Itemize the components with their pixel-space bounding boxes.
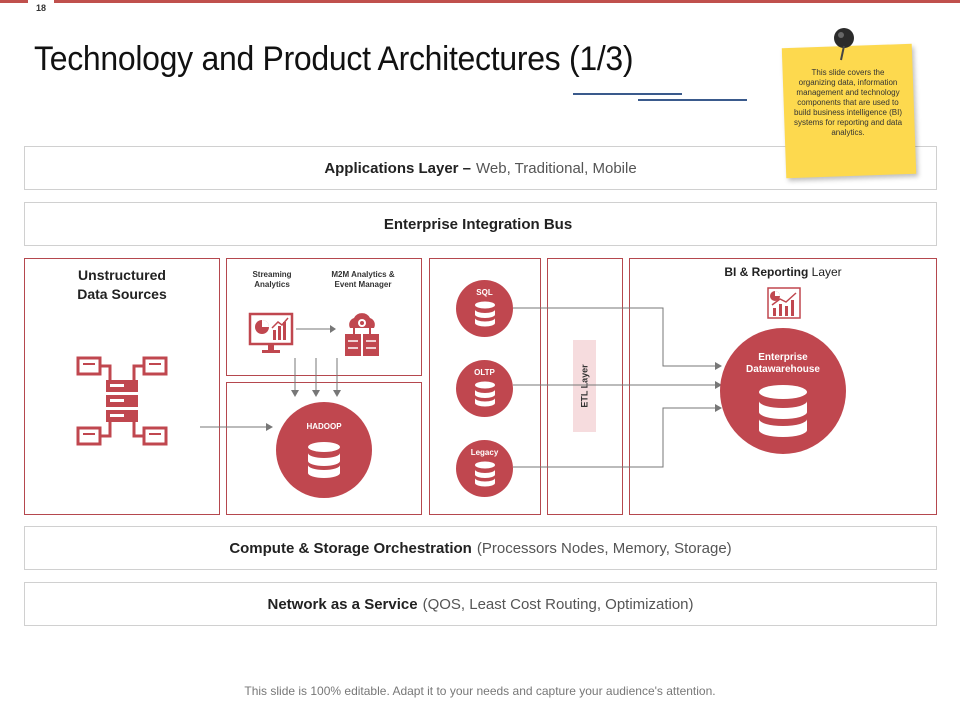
streaming-panel — [226, 258, 422, 376]
integration-bus-label: Enterprise Integration Bus — [383, 215, 573, 233]
pin-icon — [834, 28, 854, 61]
page-title: Technology and Product Architectures (1/… — [34, 40, 634, 78]
unstructured-title-line2: Data Sources — [77, 286, 167, 302]
footer-note: This slide is 100% editable. Adapt it to… — [244, 684, 716, 698]
unstructured-to-hadoop-arrow — [200, 423, 273, 431]
top-accent-bar — [0, 0, 960, 3]
page-number-box — [28, 0, 54, 16]
datawarehouse-label-line2: Datawarehouse — [746, 364, 820, 375]
db-to-datawarehouse-connectors — [513, 307, 722, 468]
hadoop-label: HADOOP — [306, 422, 342, 431]
sql-label: SQL — [476, 288, 493, 297]
datawarehouse-label-line1: Enterprise — [758, 352, 808, 363]
datawarehouse-node: Enterprise Datawarehouse — [720, 328, 846, 454]
network-service-band: Network as a Service (QOS, Least Cost Ro… — [24, 582, 937, 626]
database-icon — [759, 385, 807, 437]
streaming-analytics-label: Streaming Analytics — [240, 270, 304, 290]
streaming-to-hadoop-arrows — [291, 358, 341, 397]
oltp-label: OLTP — [474, 368, 495, 377]
legacy-label: Legacy — [470, 448, 499, 457]
flow-arrow-icon — [296, 325, 336, 333]
oltp-node: OLTP — [456, 360, 513, 417]
compute-storage-rest: (Processors Nodes, Memory, Storage) — [476, 539, 732, 557]
compute-storage-bold: Compute & Storage Orchestration — [229, 539, 472, 557]
database-icon — [474, 461, 495, 487]
page-number: 18 — [35, 3, 46, 13]
hadoop-node: HADOOP — [276, 402, 372, 498]
cloud-servers-icon — [345, 313, 379, 356]
bar-chart-report-icon — [767, 287, 801, 319]
streaming-label-line1: Streaming — [252, 270, 292, 279]
integration-bus-band: Enterprise Integration Bus — [24, 202, 937, 246]
unstructured-title-line1: Unstructured — [78, 267, 166, 283]
streaming-label-line2: Analytics — [254, 280, 290, 289]
analytics-monitor-icon — [248, 312, 294, 353]
sticky-note-text: This slide covers the organizing data, i… — [793, 68, 903, 137]
etl-layer-bar: ETL Layer — [573, 340, 596, 432]
applications-layer-rest: Web, Traditional, Mobile — [476, 159, 637, 177]
bi-title: BI & Reporting Layer — [629, 265, 937, 279]
database-icon — [474, 381, 495, 407]
datawarehouse-label: Enterprise Datawarehouse — [746, 352, 820, 376]
m2m-label-line1: M2M Analytics & — [331, 270, 395, 279]
title-underline-1 — [573, 93, 682, 95]
unstructured-title: Unstructured Data Sources — [24, 266, 220, 304]
legacy-node: Legacy — [456, 440, 513, 497]
title-underline-2 — [638, 99, 747, 101]
database-icon — [474, 301, 495, 327]
compute-storage-band: Compute & Storage Orchestration (Process… — [24, 526, 937, 570]
applications-layer-bold: Applications Layer – — [324, 159, 472, 177]
bi-title-rest: Layer — [811, 265, 842, 279]
network-hub-icon — [76, 356, 168, 446]
sql-node: SQL — [456, 280, 513, 337]
bi-title-bold: BI & Reporting — [724, 265, 809, 279]
network-service-bold: Network as a Service — [267, 595, 418, 613]
m2m-label-line2: Event Manager — [334, 280, 392, 289]
database-icon — [308, 442, 340, 478]
network-service-rest: (QOS, Least Cost Routing, Optimization) — [422, 595, 694, 613]
m2m-analytics-label: M2M Analytics & Event Manager — [318, 270, 408, 290]
